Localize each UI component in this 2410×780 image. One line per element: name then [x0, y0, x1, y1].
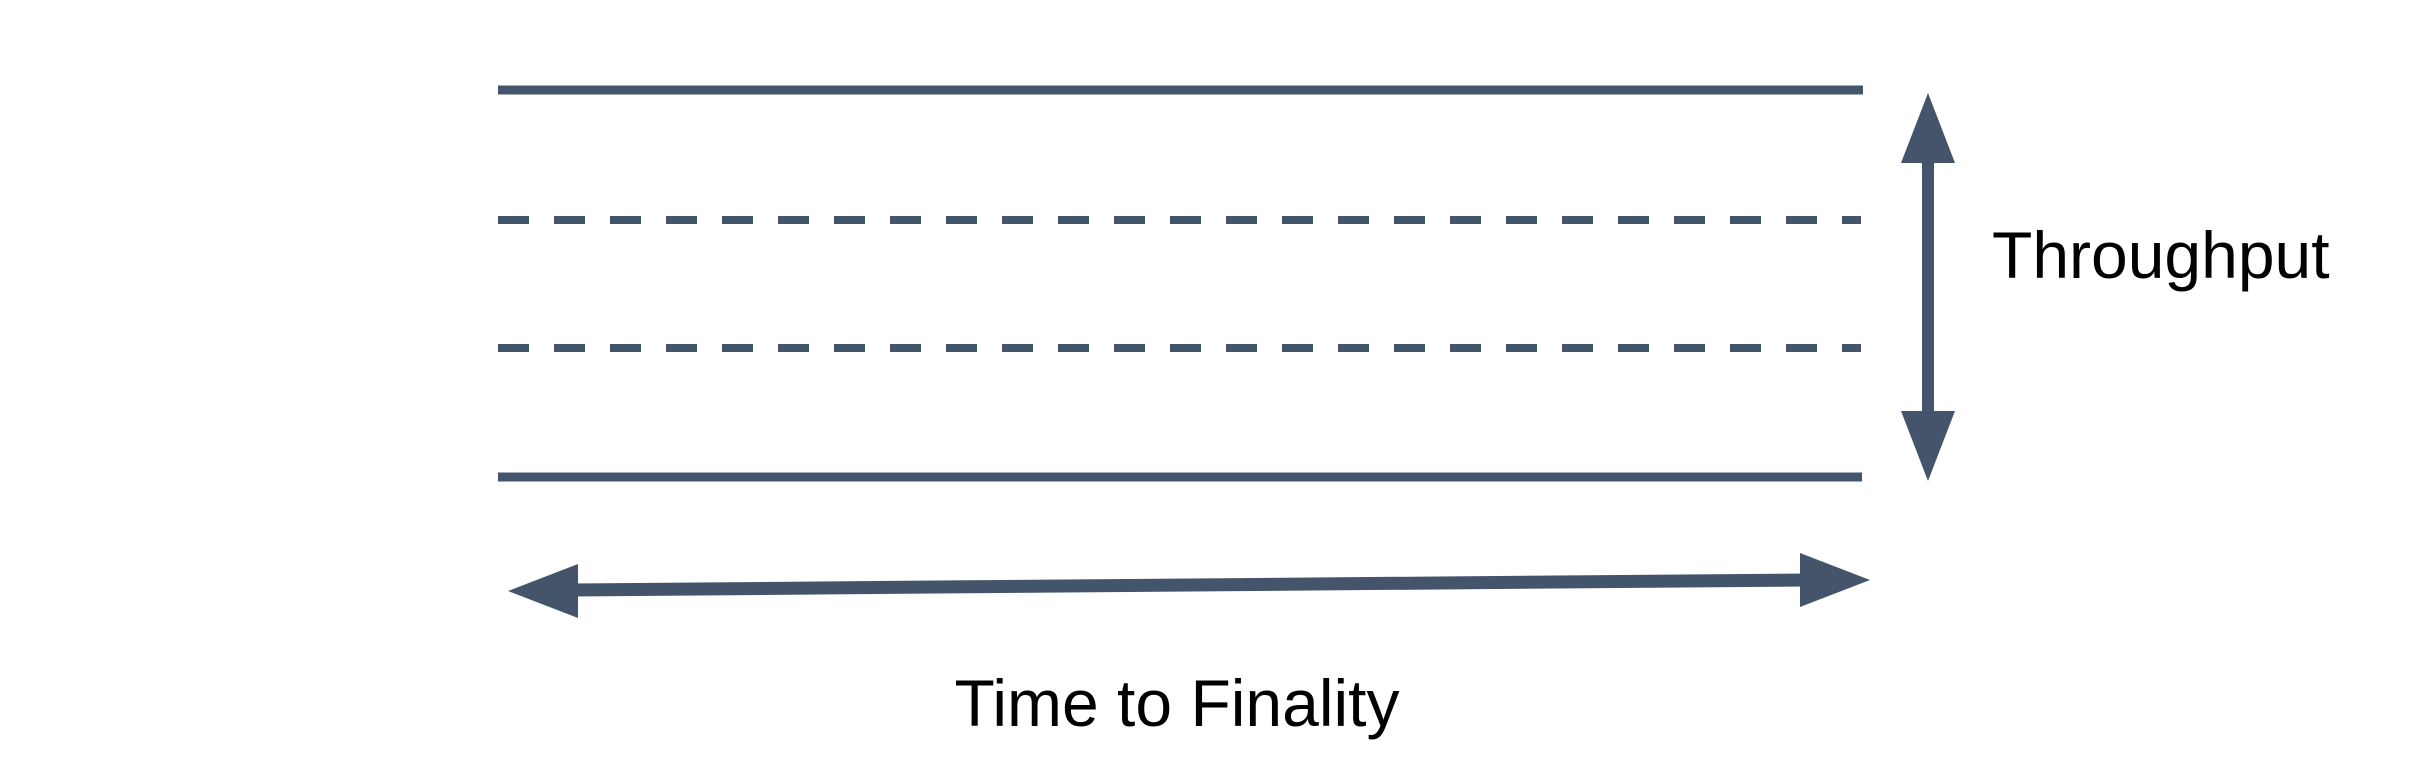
arrowhead-up-icon — [1901, 93, 1955, 163]
throughput-label: Throughput — [1992, 218, 2330, 292]
time-to-finality-axis-arrow — [508, 553, 1870, 618]
arrowhead-left-icon — [508, 564, 578, 618]
time-to-finality-arrow-shaft — [571, 573, 1807, 597]
time-to-finality-label: Time to Finality — [954, 666, 1400, 740]
throughput-axis-arrow — [1901, 93, 1955, 481]
arrowhead-right-icon — [1800, 553, 1870, 607]
arrowhead-down-icon — [1901, 411, 1955, 481]
